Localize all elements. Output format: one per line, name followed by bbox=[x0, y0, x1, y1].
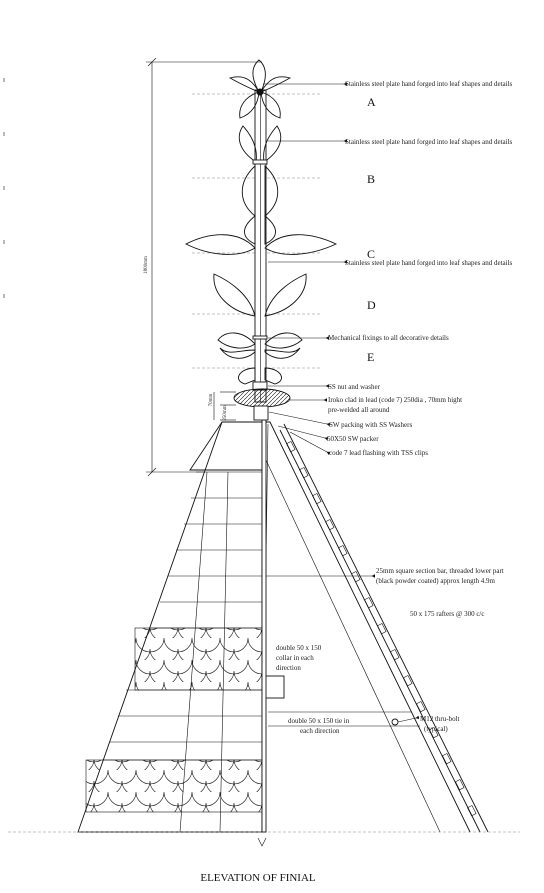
annotation-flashing: code 7 lead flashing with TSS clips bbox=[329, 449, 428, 457]
annotation-tie-line2: each direction bbox=[300, 727, 340, 735]
section-letter-c: C bbox=[367, 247, 375, 261]
leader-lines bbox=[263, 82, 420, 723]
annotation-rafters: 50 x 175 rafters @ 300 c/c bbox=[410, 610, 484, 618]
dim-small-a: 70mm bbox=[209, 394, 214, 407]
roof-left-cladding bbox=[77, 421, 263, 833]
annotation-collar-line1: double 50 x 150 bbox=[276, 644, 322, 652]
annotation-sw-packing: SW packing with SS Washers bbox=[329, 421, 412, 429]
section-letter-e: E bbox=[367, 350, 374, 364]
section-letters: A B C D E bbox=[367, 95, 376, 364]
annotation-bolt-line2: (typical) bbox=[424, 725, 448, 733]
finial-leaves bbox=[184, 59, 338, 385]
collar-block bbox=[263, 675, 285, 699]
annotation-collar-line2: collar in each bbox=[276, 654, 314, 662]
fish-scale-band-lower bbox=[85, 759, 263, 813]
height-dimension-text: 1800mm bbox=[144, 256, 149, 274]
iroko-drum bbox=[233, 388, 291, 408]
annotation-leaf-a: Stainless steel plate hand forged into l… bbox=[345, 80, 513, 88]
fish-scale-band-upper bbox=[134, 627, 263, 691]
annotation-nut: SS nut and washer bbox=[328, 383, 381, 391]
annotations: Stainless steel plate hand forged into l… bbox=[276, 80, 513, 735]
annotation-packer: 50X50 SW packer bbox=[327, 435, 379, 443]
annotation-collar-line3: direction bbox=[276, 664, 301, 672]
annotation-bar-line1: 25mm square section bar, threaded lower … bbox=[376, 567, 504, 575]
section-letter-d: D bbox=[367, 298, 376, 312]
annotation-fixings: Mechanical fixings to all decorative det… bbox=[328, 334, 449, 342]
annotation-iroko-line1: Iroko clad in lead (code 7) 250dia , 70m… bbox=[328, 396, 462, 404]
annotation-bolt-line1: M12 thru-bolt bbox=[420, 715, 460, 723]
drawing-title: ELEVATION OF FINIAL bbox=[200, 872, 316, 884]
finial-base: 70mm 250mm bbox=[209, 381, 291, 421]
section-letter-a: A bbox=[367, 95, 376, 109]
bolt-head bbox=[391, 718, 399, 726]
annotation-leaf-c: Stainless steel plate hand forged into l… bbox=[345, 259, 513, 267]
annotation-tie-line1: double 50 x 150 tie in bbox=[288, 717, 350, 725]
central-bar bbox=[254, 89, 267, 833]
annotation-iroko-line2: pre-welded all around bbox=[328, 406, 390, 414]
sw-packing bbox=[253, 405, 269, 421]
bar-end-marker bbox=[257, 837, 267, 847]
height-dimension: 1800mm bbox=[144, 57, 262, 477]
annotation-bar-line2: (black powder coated) approx length 4.9m bbox=[376, 577, 496, 585]
dim-small-b: 250mm bbox=[223, 405, 228, 420]
slate-clips bbox=[286, 441, 477, 817]
roof-right-section bbox=[261, 421, 489, 833]
annotation-leaf-b: Stainless steel plate hand forged into l… bbox=[345, 138, 513, 146]
section-letter-b: B bbox=[367, 172, 375, 186]
